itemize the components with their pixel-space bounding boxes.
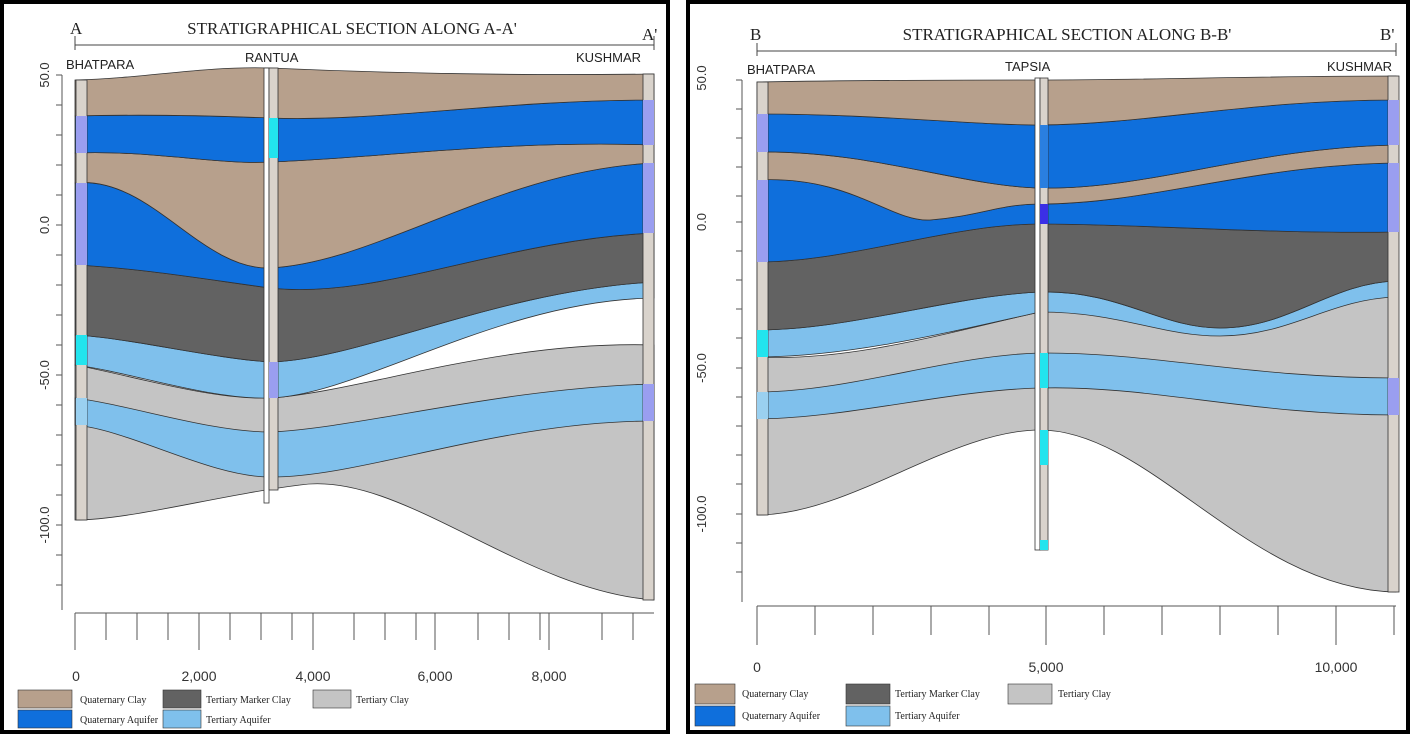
panel-b: B B' STRATIGRAPHICAL SECTION ALONG B-B' …: [686, 0, 1410, 734]
panel-b-x-tick-0: 0: [753, 659, 761, 675]
panel-a-y-tick-50: 50.0: [37, 62, 52, 87]
panel-a-marker-right: A': [642, 25, 657, 44]
panel-a-legend-swatch-quaternary-aquifer: [17, 709, 73, 729]
panel-b-x-tick-5000: 5,000: [1028, 659, 1063, 675]
panel-a-y-tick-neg100: -100.0: [37, 507, 52, 544]
panel-b-borehole-kushmar: [1387, 75, 1400, 593]
panel-b-strata: [756, 75, 1397, 593]
panel-a-y-tick-0: 0.0: [37, 216, 52, 234]
panel-a-legend-label-tertiary-clay: Tertiary Clay: [356, 695, 409, 706]
panel-a-legend-swatch-tertiary-aquifer: [162, 709, 202, 729]
panel-a-title: STRATIGRAPHICAL SECTION ALONG A-A': [187, 19, 517, 38]
panel-a-marker-left: A: [70, 19, 83, 38]
panel-b-legend-swatch-quaternary-clay: [694, 683, 736, 705]
panel-a-borehole-bhatpara: [75, 79, 88, 521]
panel-a-borehole-kushmar: [642, 73, 655, 601]
panel-b-y-tick-neg50: -50.0: [694, 353, 709, 383]
panel-a-x-tick-2000: 2,000: [181, 668, 216, 684]
panel-a-x-tick-4000: 4,000: [295, 668, 330, 684]
panel-b-legend-swatch-tertiary-marker-clay: [845, 683, 891, 705]
panel-b-legend-swatch-tertiary-aquifer: [845, 705, 891, 727]
panel-a-x-tick-6000: 6,000: [417, 668, 452, 684]
panel-b-borehole-bhatpara: [756, 81, 769, 516]
panel-b-x-axis: 0 5,000 10,000: [753, 605, 1396, 675]
panel-a-x-axis: 0 2,000 4,000 6,000 8,000: [72, 612, 654, 684]
panel-b-legend-label-tertiary-aquifer: Tertiary Aquifer: [895, 711, 960, 722]
panel-a-legend-swatch-tertiary-clay: [312, 689, 352, 709]
panel-b-x-tick-10000: 10,000: [1315, 659, 1358, 675]
panel-a-well-rantua-label: RANTUA: [245, 50, 299, 65]
panel-b-legend-label-quaternary-clay: Quaternary Clay: [742, 689, 808, 700]
panel-b-y-tick-50: 50.0: [694, 65, 709, 90]
panel-b-y-tick-0: 0.0: [694, 213, 709, 231]
panel-a-legend-label-quaternary-aquifer: Quaternary Aquifer: [80, 715, 159, 726]
panel-a-well-bhatpara-label: BHATPARA: [66, 57, 134, 72]
panel-a-legend-label-tertiary-marker-clay: Tertiary Marker Clay: [206, 695, 291, 706]
panel-a-y-axis: 50.0 0.0 -50.0 -100.0: [37, 62, 63, 610]
panel-b-legend-swatch-quaternary-aquifer: [694, 705, 736, 727]
panel-a-borehole-rantua: [263, 67, 279, 504]
panel-a-well-kushmar-label: KUSHMAR: [576, 50, 641, 65]
panel-b-legend-swatch-tertiary-clay: [1007, 683, 1053, 705]
panel-b-legend-label-tertiary-clay: Tertiary Clay: [1058, 689, 1111, 700]
panel-a: A A' STRATIGRAPHICAL SECTION ALONG A-A' …: [0, 0, 670, 734]
panel-a-strata: [74, 67, 655, 601]
panel-a-x-tick-0: 0: [72, 668, 80, 684]
panel-a-legend-swatch-tertiary-marker-clay: [162, 689, 202, 709]
panel-b-legend: Quaternary Clay Quaternary Aquifer Terti…: [694, 683, 1111, 727]
panel-b-borehole-tapsia: [1034, 77, 1049, 551]
panel-b-well-tapsia-label: TAPSIA: [1005, 59, 1051, 74]
panel-b-well-bhatpara-label: BHATPARA: [747, 62, 815, 77]
panel-b-marker-left: B: [750, 25, 761, 44]
panel-a-legend-label-quaternary-clay: Quaternary Clay: [80, 695, 146, 706]
panel-a-x-tick-8000: 8,000: [531, 668, 566, 684]
panel-a-legend-label-tertiary-aquifer: Tertiary Aquifer: [206, 715, 271, 726]
panel-a-legend: Quaternary Clay Quaternary Aquifer Terti…: [17, 689, 409, 729]
panel-b-legend-label-tertiary-marker-clay: Tertiary Marker Clay: [895, 689, 980, 700]
panel-b-y-tick-neg100: -100.0: [694, 496, 709, 533]
panel-a-legend-swatch-quaternary-clay: [17, 689, 73, 709]
panel-b-marker-right: B': [1380, 25, 1394, 44]
panel-a-y-tick-neg50: -50.0: [37, 360, 52, 390]
panel-b-well-kushmar-label: KUSHMAR: [1327, 59, 1392, 74]
panel-b-y-axis: 50.0 0.0 -50.0 -100.0: [694, 65, 743, 602]
panel-b-legend-label-quaternary-aquifer: Quaternary Aquifer: [742, 711, 821, 722]
panel-b-title: STRATIGRAPHICAL SECTION ALONG B-B': [903, 25, 1232, 44]
